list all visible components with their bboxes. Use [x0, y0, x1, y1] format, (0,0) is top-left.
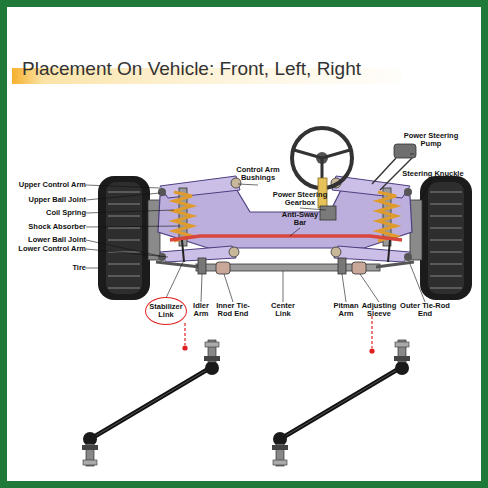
stabilizer-link-product [82, 445, 98, 450]
coil-spring [174, 192, 396, 241]
stabilizer-link-product [394, 356, 410, 361]
part-label: Shock Absorber [4, 223, 86, 231]
leader-line [166, 262, 183, 298]
stabilizer-link-product [204, 356, 220, 361]
leader-line [86, 268, 100, 269]
leader-line [420, 179, 432, 200]
leader-line [342, 274, 346, 302]
part-label: Power Steering Gearbox [265, 191, 335, 208]
bushings [229, 178, 341, 257]
title: Placement On Vehicle: Front, Left, Right [22, 58, 361, 80]
part-label: Anti-Sway Bar [276, 211, 324, 228]
red-dashed-pointer [184, 323, 185, 345]
part-label: Tire [4, 264, 86, 272]
stabilizer-link-product [205, 361, 219, 375]
steering-linkage [352, 262, 366, 274]
right-tire [430, 192, 462, 288]
chassis-frame [158, 176, 412, 262]
steering-column [320, 206, 336, 220]
right-tire [428, 182, 464, 294]
red-dashed-pointer [371, 316, 372, 348]
leader-line [224, 274, 233, 302]
part-label: Outer Tie-Rod End [400, 302, 450, 319]
circled-label: Stabilizer Link [145, 297, 187, 325]
left-tire [108, 192, 140, 288]
leader-line [238, 184, 258, 185]
stabilizer-link-product [395, 361, 409, 375]
power-steering-pump [394, 144, 416, 158]
ball-joints [158, 188, 166, 196]
leader-line [86, 154, 432, 302]
leader-line [86, 249, 168, 257]
leader-line [410, 154, 414, 155]
stabilizer-link-product [282, 368, 400, 438]
leader-line [283, 271, 284, 302]
stabilizer-link-product [273, 460, 287, 465]
part-label: Pitman Arm [329, 302, 363, 319]
leader-line [86, 193, 160, 200]
leader-line [360, 274, 379, 302]
steering-linkage [198, 258, 206, 274]
power-steering-pump [372, 144, 416, 190]
leader-line [86, 210, 174, 213]
part-label: Steering Knuckle [392, 170, 474, 178]
ball-joints [158, 253, 166, 261]
stabilizer-link-product [82, 340, 220, 466]
part-label: Inner Tie-Rod End [210, 302, 256, 319]
frame-border [4, 4, 485, 485]
leader-line [410, 264, 425, 302]
red-dashed-pointer [369, 348, 374, 353]
part-label: Coil Spring [4, 209, 86, 217]
node-text: Stabilizer Link [146, 303, 186, 320]
leader-line [201, 274, 202, 302]
ball-joints [158, 188, 412, 261]
part-label: Control Arm Bushings [230, 166, 286, 183]
right-tire [420, 176, 472, 300]
bushings [331, 247, 341, 257]
part-label: Power Steering Pump [398, 132, 464, 149]
leader-line [86, 226, 180, 227]
bushings [231, 178, 241, 188]
anti-sway-bar [170, 236, 402, 240]
part-label: Upper Control Arm [4, 181, 86, 189]
leader-line [300, 208, 326, 210]
coil-spring [174, 192, 192, 241]
steering-linkage [156, 258, 414, 274]
ball-joints [404, 188, 412, 196]
stabilizer-link-product [205, 342, 219, 347]
steering-linkage [338, 258, 346, 274]
leader-line [86, 240, 160, 256]
part-label: Center Link [267, 302, 299, 319]
stabilizer-link-product [83, 460, 97, 465]
chassis-frame [160, 176, 240, 198]
stabilizer-link-product [92, 368, 210, 438]
part-label: Idler Arm [187, 302, 215, 319]
stabilizer-link-product [282, 368, 400, 438]
stabilizer-link-product [395, 342, 409, 347]
steering-linkage [216, 262, 230, 274]
leader-line [290, 228, 300, 236]
red-dashed-pointer [182, 345, 187, 350]
stabilizer-link-product [272, 340, 410, 466]
part-label: Adjusting Sleeve [357, 302, 401, 319]
leader-line [86, 185, 160, 188]
part-label: Lower Control Arm [4, 245, 86, 253]
left-tire [106, 182, 142, 294]
bushings [229, 247, 239, 257]
coil-spring [378, 192, 396, 241]
stabilizer-link-product [272, 445, 288, 450]
ball-joints [404, 253, 412, 261]
part-label: Upper Ball Joint [4, 196, 86, 204]
stabilizer-link-product [92, 368, 210, 438]
frame-border [4, 4, 485, 485]
part-label: Lower Ball Joint [4, 236, 86, 244]
steering-linkage [156, 262, 414, 267]
anti-sway-bar [182, 240, 390, 262]
right-tire [420, 176, 472, 300]
